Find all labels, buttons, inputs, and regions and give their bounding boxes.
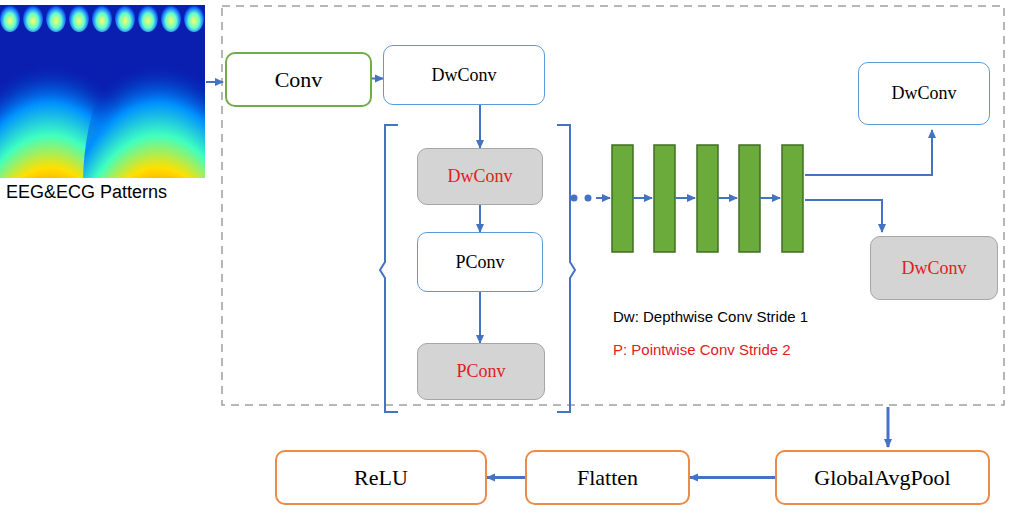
flatten-box: Flatten (525, 450, 690, 505)
node-label: DwConv (447, 166, 512, 187)
legend-note: P: Pointwise Conv Stride 2 (613, 341, 791, 358)
bracket (557, 125, 575, 412)
node-label: Conv (275, 67, 323, 93)
ellipsis-dot (571, 195, 578, 202)
depthwise-stride-box: DwConv (417, 148, 543, 205)
depthwise-box: DwConv (858, 62, 990, 125)
node-label: ReLU (354, 465, 408, 491)
conv-box: Conv (225, 52, 372, 107)
dashed-region (222, 6, 1004, 405)
spectrogram-image (0, 5, 205, 178)
flow-arrow (479, 292, 481, 343)
depthwise-box: DwConv (383, 45, 545, 105)
legend-note: Dw: Depthwise Conv Stride 1 (613, 308, 808, 325)
flow-arrow (479, 205, 481, 232)
node-label: GlobalAvgPool (814, 465, 950, 491)
pointwise-stride-box: PConv (417, 343, 545, 400)
activation-box: ReLU (275, 450, 487, 505)
branch-arrow (805, 200, 882, 232)
branch-arrow (805, 130, 932, 175)
input-arrow (206, 81, 223, 83)
bracket (380, 125, 398, 412)
node-label: DwConv (901, 258, 966, 279)
flow-arrow (372, 78, 383, 80)
node-label: PConv (455, 252, 504, 273)
input-caption: EEG&ECG Patterns (6, 182, 167, 203)
pointwise-box: PConv (417, 232, 543, 292)
flow-arrow (487, 476, 525, 479)
depthwise-stride-box: DwConv (870, 236, 998, 300)
node-label: Flatten (577, 465, 638, 491)
output-arrow (887, 407, 890, 447)
layer-bars (596, 145, 803, 252)
node-label: DwConv (431, 65, 496, 86)
flow-arrow (690, 476, 775, 479)
node-label: DwConv (891, 83, 956, 104)
node-label: PConv (456, 361, 505, 382)
flow-arrow (479, 105, 481, 148)
ellipsis-dot (585, 195, 592, 202)
pool-box: GlobalAvgPool (775, 450, 990, 505)
